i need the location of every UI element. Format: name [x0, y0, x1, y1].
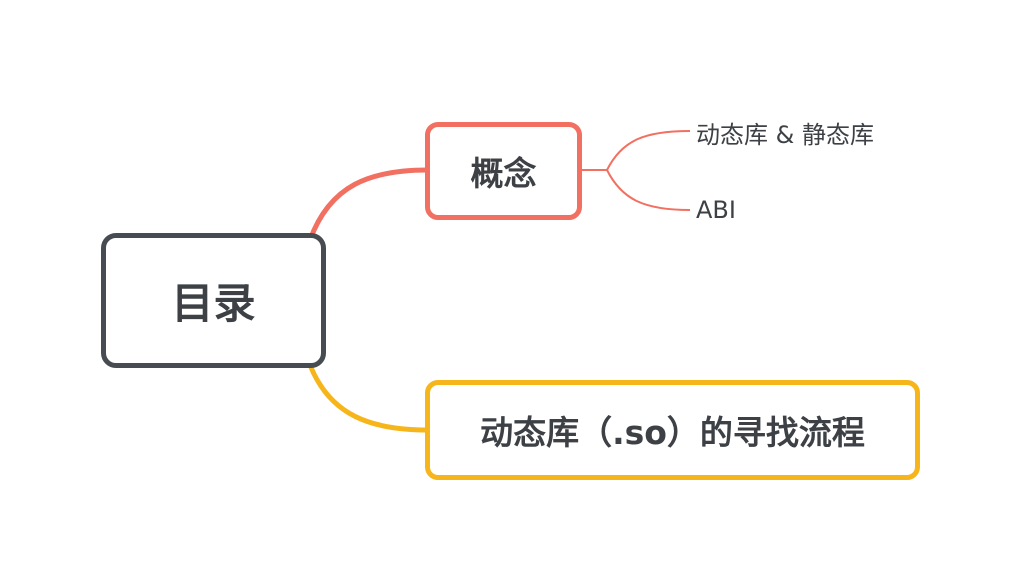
- connector-root-to-flow: [307, 362, 431, 433]
- root-node-label: 目录: [171, 279, 256, 328]
- leaf-node-abi-label: ABI: [696, 196, 736, 224]
- leaf-node-abi[interactable]: ABI: [696, 196, 736, 224]
- branch-node-concept-label: 概念: [470, 154, 537, 193]
- branch-node-so-lookup-flow[interactable]: 动态库（.so）的寻找流程: [425, 380, 920, 480]
- leaf-node-dynamic-static-lib[interactable]: 动态库 & 静态库: [696, 115, 874, 150]
- connector-root-to-concept: [307, 167, 431, 243]
- branch-node-so-lookup-flow-label: 动态库（.so）的寻找流程: [480, 413, 865, 452]
- leaf-node-dynamic-static-lib-label: 动态库 & 静态库: [696, 121, 874, 149]
- connector-concept-to-leaf-1: [606, 130, 691, 171]
- root-node[interactable]: 目录: [101, 233, 326, 368]
- connector-concept-to-leaf-2: [606, 169, 691, 211]
- branch-node-concept[interactable]: 概念: [425, 122, 582, 220]
